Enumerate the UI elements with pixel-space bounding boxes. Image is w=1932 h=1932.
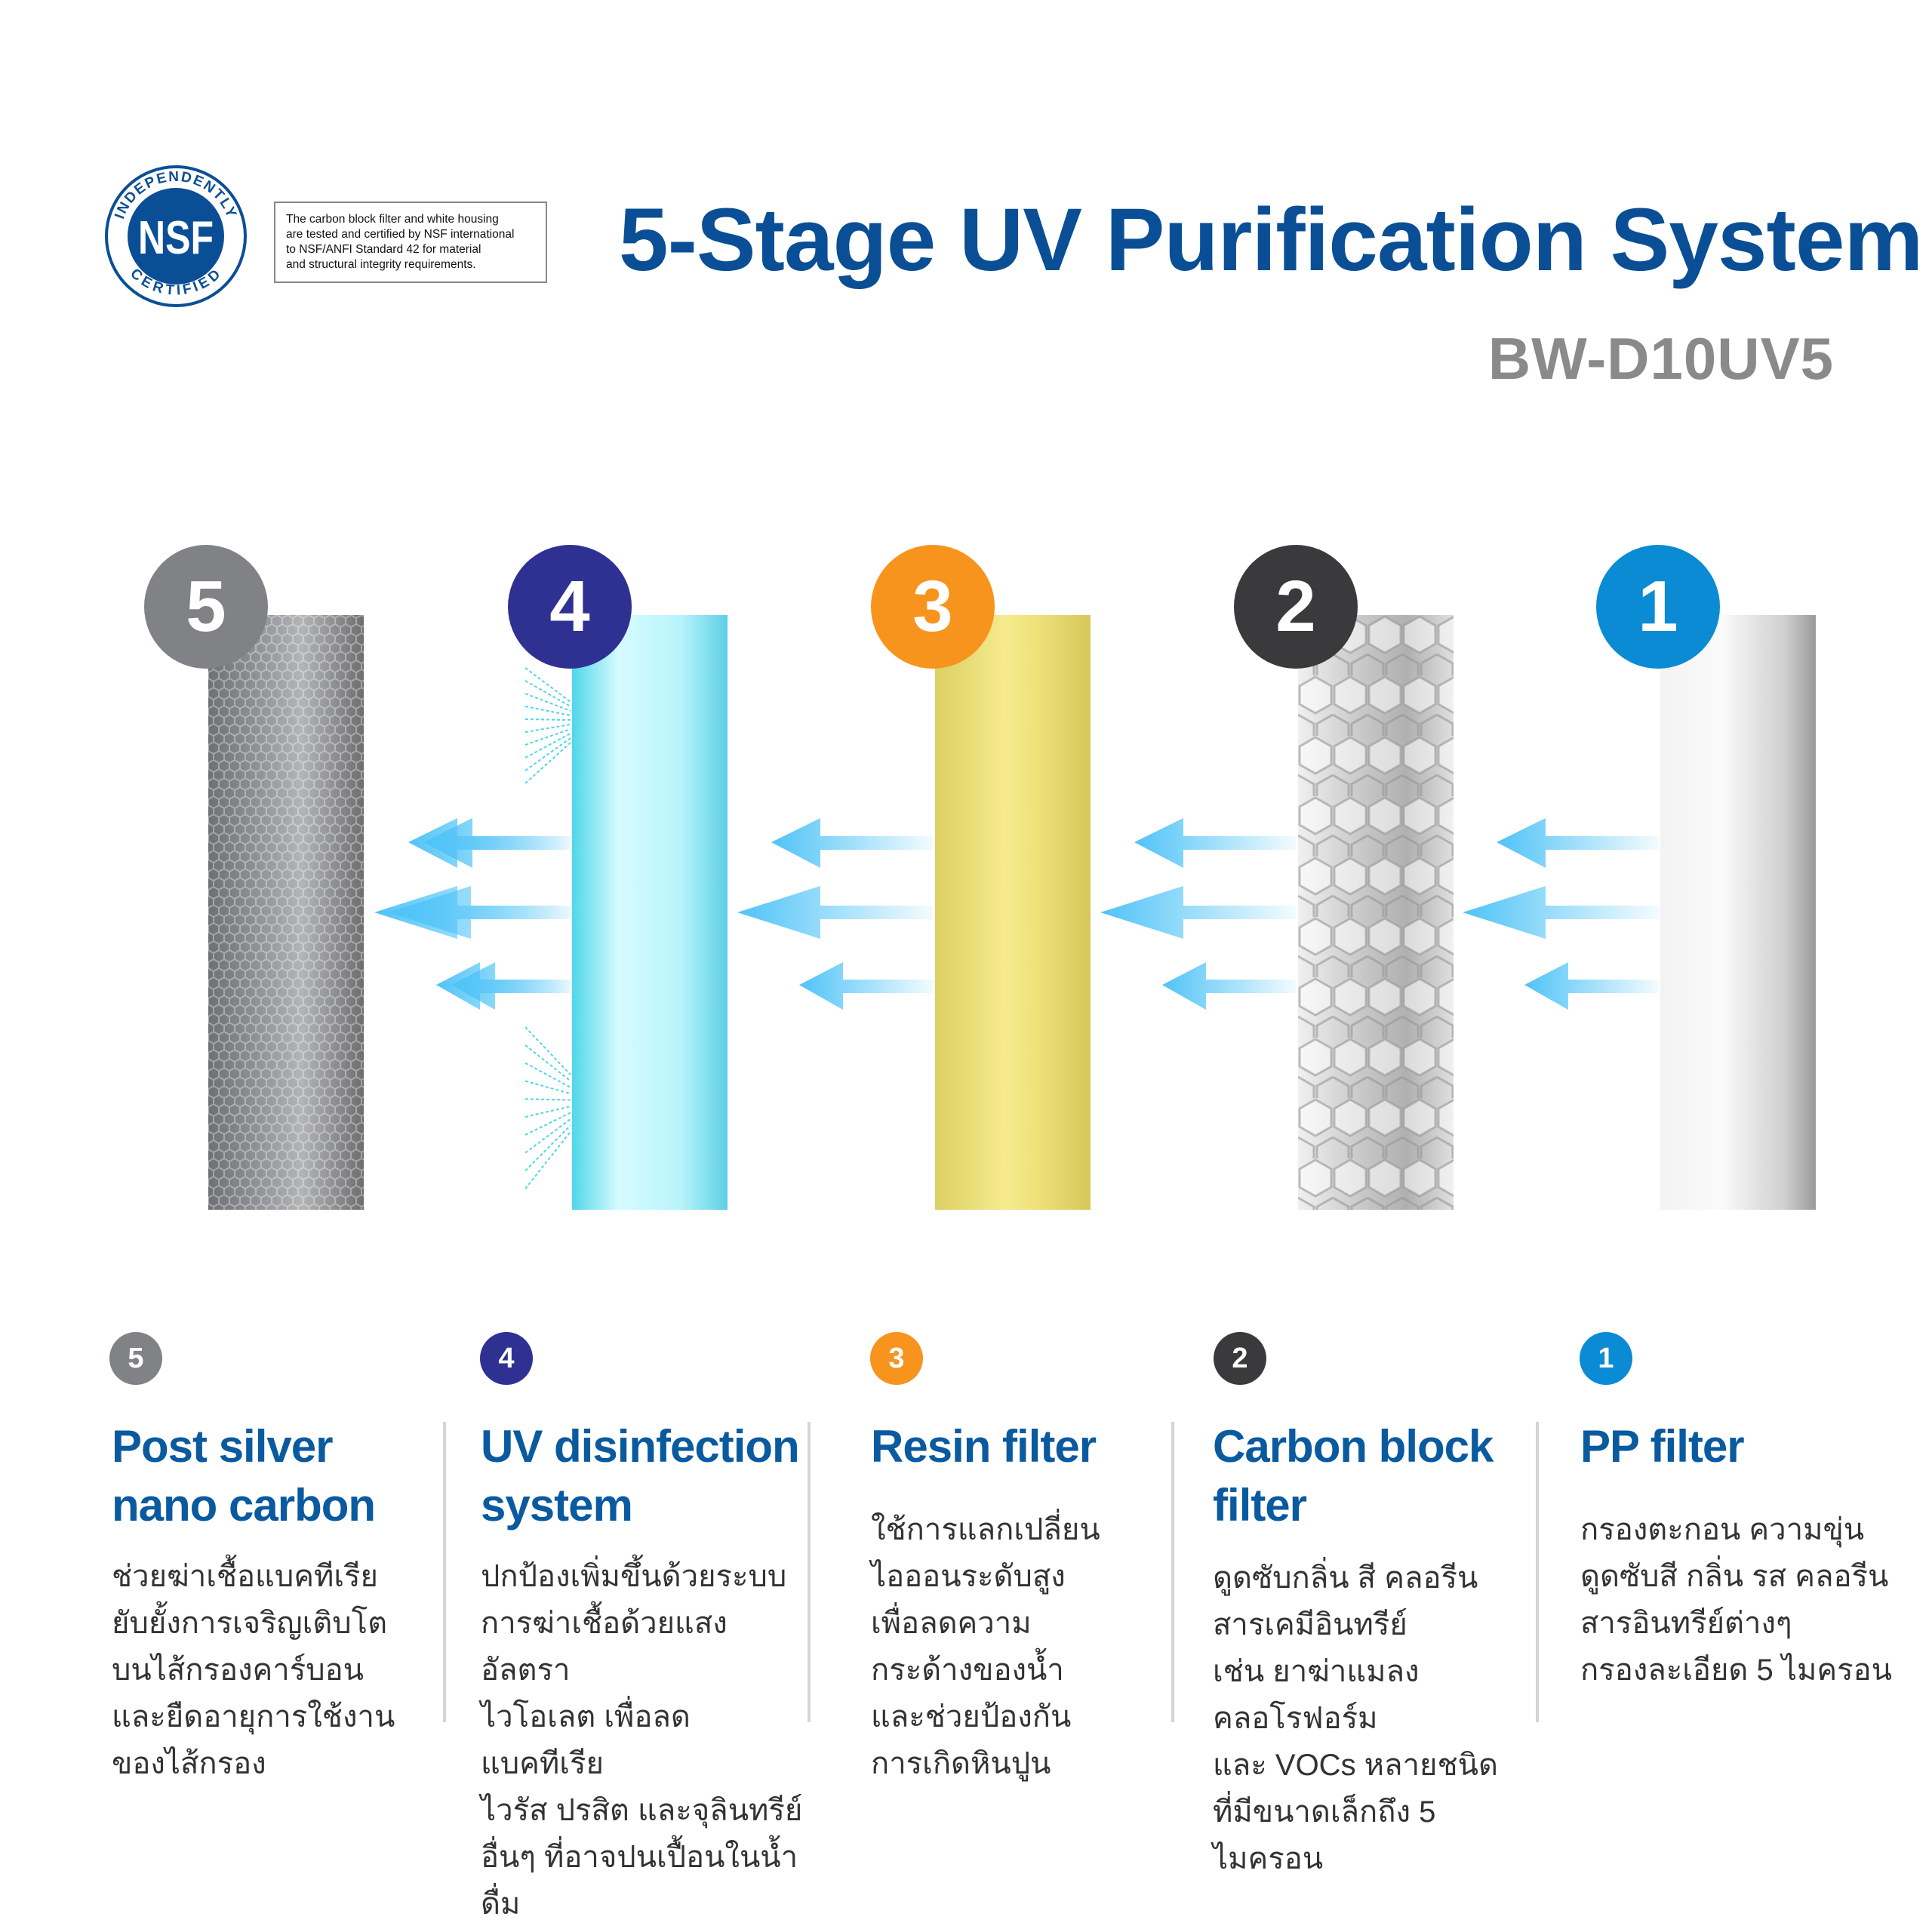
column-divider (1536, 1422, 1539, 1722)
stage-title-line: PP filter (1580, 1421, 1745, 1472)
stage-number-small: 3 (870, 1332, 923, 1385)
stage-description: ใช้การแลกเปลี่ยนไอออนระดับสูงเพื่อลดความ… (871, 1506, 1203, 1787)
arrow-icon (1497, 818, 1659, 868)
stage-title-line: filter (1213, 1480, 1307, 1531)
uv-rays-top (525, 667, 571, 784)
stage-description-line: และ VOCs หลายชนิด (1213, 1749, 1498, 1782)
stage-title: Carbon block filter (1213, 1417, 1537, 1535)
stage-description-line: ที่มีขนาดเล็กถึง 5 ไมครอน (1213, 1795, 1436, 1875)
stage-description-line: กระด้างของน้ำ (871, 1654, 1064, 1687)
column-divider (443, 1422, 446, 1722)
arrow-icon (1134, 818, 1297, 868)
column-divider (808, 1422, 811, 1722)
stage-description-line: ของไส้กรอง (112, 1747, 266, 1780)
stage-description: ปกป้องเพิ่มขึ้นด้วยระบบการฆ่าเชื้อด้วยแส… (481, 1553, 813, 1927)
flow-arrows-icon (388, 818, 571, 1010)
note-line: The carbon block filter and white housin… (286, 213, 499, 226)
stage-number-small: 2 (1214, 1332, 1266, 1385)
uv-rays-bottom (525, 1026, 571, 1189)
stage-description-line: ไวโอเลต เพื่อลดแบคทีเรีย (481, 1700, 691, 1780)
nsf-certified-logo: INDEPENDENTLY CERTIFIED NSF (104, 165, 248, 308)
stage-title: UV disinfection system (481, 1417, 805, 1535)
resin-filter-cartridge (935, 615, 1091, 1210)
arrow-icon (1100, 886, 1297, 939)
note-line: and structural integrity requirements. (286, 258, 476, 271)
stage-description-line: สารเคมีอินทรีย์ (1213, 1608, 1407, 1641)
stage-description-line: ใช้การแลกเปลี่ยน (871, 1513, 1100, 1546)
stage-number-badge: 4 (508, 545, 632, 669)
stage-description-line: ปกป้องเพิ่มขึ้นด้วยระบบ (481, 1560, 787, 1593)
stage-description-line: ดูดซับกลิ่น สี คลอรีน (1213, 1561, 1478, 1595)
stage-description-line: การเกิดหินปูน (871, 1747, 1051, 1780)
stage-title: Resin filter (871, 1417, 1195, 1476)
svg-text:NSF: NSF (138, 212, 214, 264)
note-line: to NSF/ANFI Standard 42 for material (286, 243, 481, 256)
stage-title-line: UV disinfection (481, 1421, 800, 1472)
stage-description-line: สารอินทรีย์ต่างๆ (1580, 1607, 1792, 1640)
stage-title: PP filter (1580, 1417, 1905, 1476)
stage-number-small: 4 (480, 1332, 533, 1385)
stage-description-line: คลอโรฟอร์ม (1213, 1702, 1378, 1735)
stage-number-badge: 2 (1234, 545, 1358, 669)
arrow-icon (1162, 962, 1297, 1010)
stage-description-line: เพื่อลดความ (871, 1607, 1032, 1640)
stage-description-line: อื่นๆ ที่อาจปนเปื้อนในน้ำดื่ม (481, 1841, 798, 1921)
arrow-icon (799, 962, 934, 1010)
page-title: 5-Stage UV Purification System (619, 190, 1923, 290)
arrow-icon (737, 886, 934, 939)
stage-title-line: Carbon block (1213, 1421, 1494, 1472)
arrow-icon (388, 886, 571, 939)
stage-title-line: Post silver (112, 1421, 334, 1472)
stage-description-line: ไอออนระดับสูง (871, 1560, 1066, 1593)
stage-description-line: เช่น ยาฆ่าแมลง (1213, 1655, 1420, 1688)
stage-description: กรองตะกอน ความขุ่นดูดซับสี กลิ่น รส คลอร… (1580, 1506, 1912, 1694)
arrow-icon (1463, 886, 1659, 939)
stage-title: Post silver nano carbon (112, 1417, 436, 1535)
post-silver-nano-carbon-cartridge (208, 615, 364, 1210)
note-line: are tested and certified by NSF internat… (286, 228, 515, 241)
stage-description-line: และช่วยป้องกัน (871, 1700, 1072, 1734)
stage-description-line: การฆ่าเชื้อด้วยแสงอัลตรา (481, 1607, 728, 1687)
certification-note: The carbon block filter and white housin… (274, 202, 547, 283)
pp-filter-cartridge (1660, 615, 1816, 1210)
stage-number-small: 1 (1580, 1332, 1632, 1385)
uv-disinfection-cartridge (572, 615, 728, 1210)
arrow-icon (1524, 962, 1659, 1010)
arrow-icon (771, 818, 934, 868)
stage-number-badge: 1 (1596, 545, 1720, 669)
stage-title-line: system (481, 1480, 633, 1531)
arrow-icon (451, 962, 571, 1010)
stage-description-line: ช่วยฆ่าเชื้อแบคทีเรีย (112, 1560, 378, 1593)
column-divider (1171, 1422, 1174, 1722)
stage-title-line: nano carbon (112, 1480, 376, 1531)
stage-number-badge: 5 (144, 545, 268, 669)
arrow-icon (423, 818, 571, 868)
flow-arrows-icon (737, 818, 934, 1010)
stage-number-badge: 3 (871, 545, 995, 669)
stage-description-line: ไวรัส ปรสิต และจุลินทรีย์ (481, 1794, 803, 1827)
stage-description-line: ดูดซับสี กลิ่น รส คลอรีน (1580, 1560, 1889, 1593)
stage-description: ช่วยฆ่าเชื้อแบคทีเรียยับยั้งการเจริญเติบ… (112, 1553, 444, 1787)
stage-description-line: บนไส้กรองคาร์บอน (112, 1654, 364, 1687)
stage-description: ดูดซับกลิ่น สี คลอรีนสารเคมีอินทรีย์เช่น… (1213, 1555, 1545, 1882)
model-number: BW-D10UV5 (1487, 325, 1834, 392)
stage-title-line: Resin filter (871, 1421, 1097, 1472)
stage-description-line: กรองละเอียด 5 ไมครอน (1580, 1654, 1892, 1687)
stage-description-line: และยืดอายุการใช้งาน (112, 1700, 395, 1734)
flow-arrows-icon (1463, 818, 1659, 1010)
stage-number-small: 5 (109, 1332, 162, 1385)
flow-arrows-icon (1100, 818, 1297, 1010)
stage-description-line: ยับยั้งการเจริญเติบโต (112, 1607, 388, 1640)
carbon-block-filter-cartridge (1298, 615, 1454, 1210)
stage-description-line: กรองตะกอน ความขุ่น (1580, 1513, 1865, 1546)
